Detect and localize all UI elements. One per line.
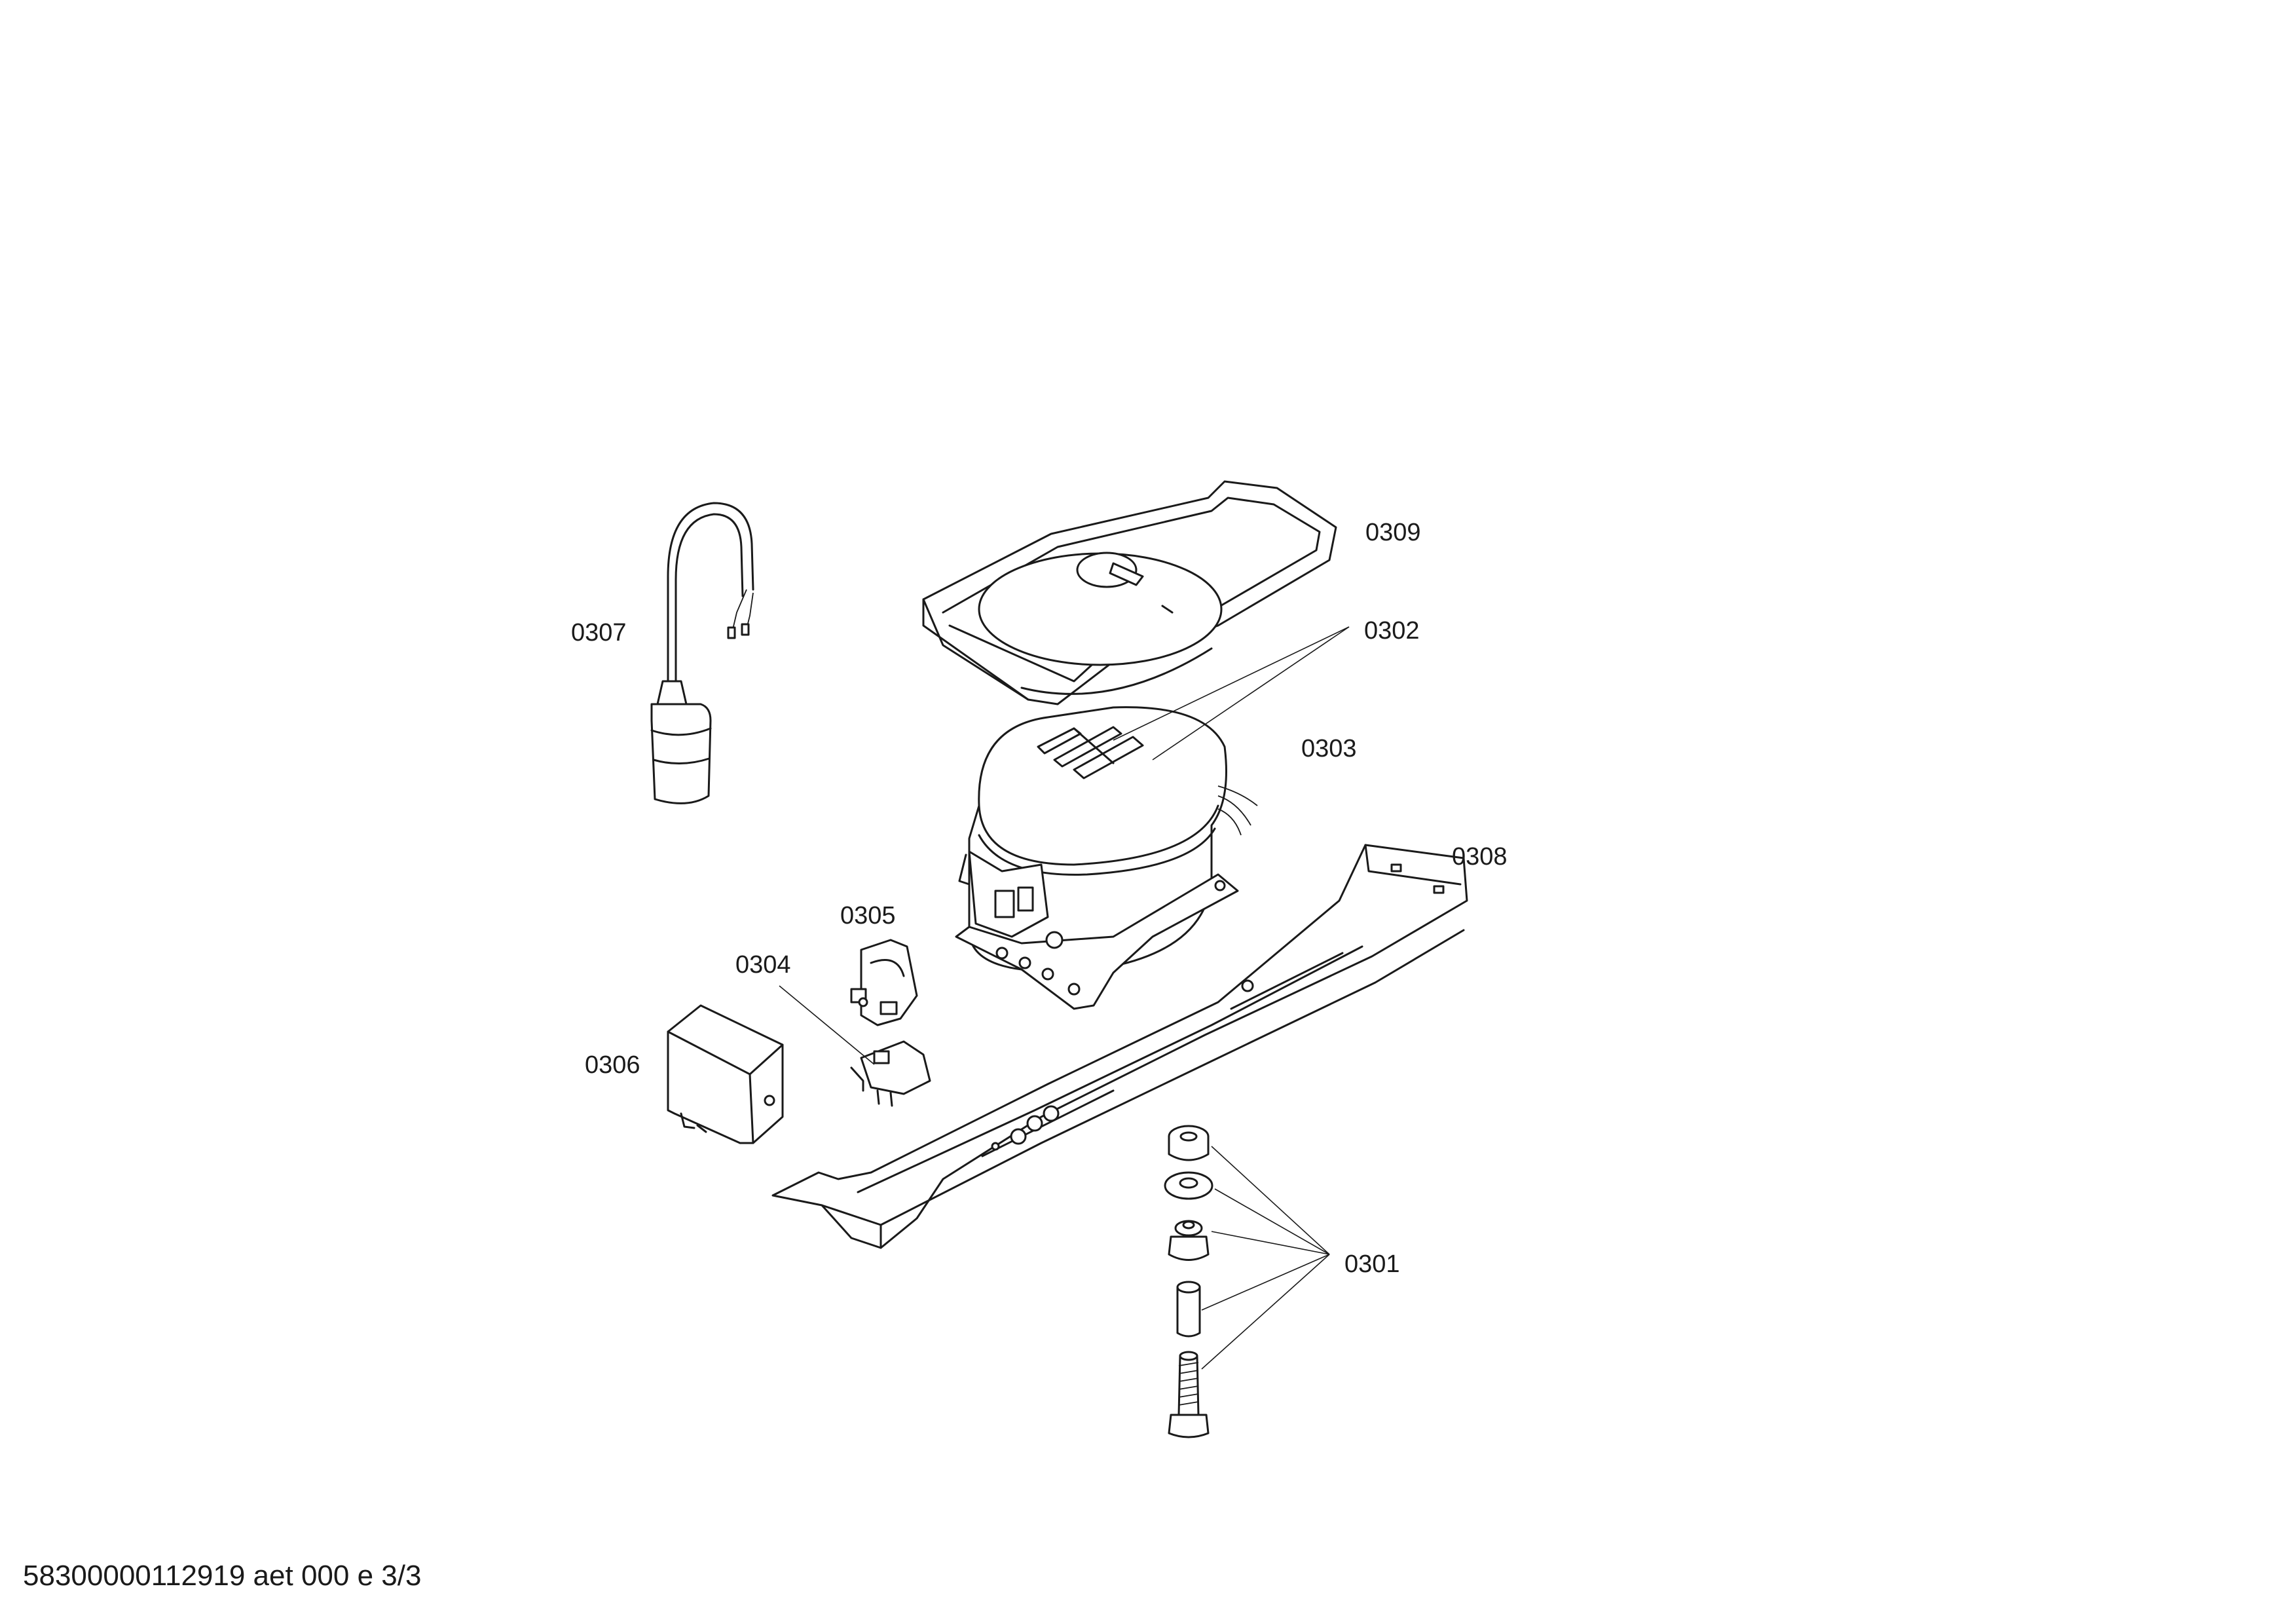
document-code: 58300000112919 aet 000 e 3/3 — [23, 1560, 421, 1592]
part-0305-relay — [850, 939, 918, 1026]
leader-lines — [779, 626, 1350, 1370]
part-0309-tray — [922, 480, 1337, 705]
part-0308-rail — [771, 844, 1468, 1249]
label-0302: 0302 — [1364, 617, 1420, 645]
part-0303-compressor — [955, 706, 1258, 1010]
part-0307-cable — [650, 502, 754, 804]
part-0301-fasteners — [1164, 1125, 1213, 1438]
part-0306-box — [667, 1004, 784, 1144]
part-0304-clip — [850, 1040, 931, 1107]
label-0309: 0309 — [1365, 519, 1421, 546]
label-0306: 0306 — [585, 1051, 640, 1079]
label-0307: 0307 — [571, 619, 627, 647]
label-0304: 0304 — [735, 951, 791, 979]
label-0305: 0305 — [840, 902, 896, 929]
label-0308: 0308 — [1452, 843, 1508, 871]
label-0303: 0303 — [1301, 735, 1357, 762]
label-0301: 0301 — [1344, 1250, 1400, 1278]
